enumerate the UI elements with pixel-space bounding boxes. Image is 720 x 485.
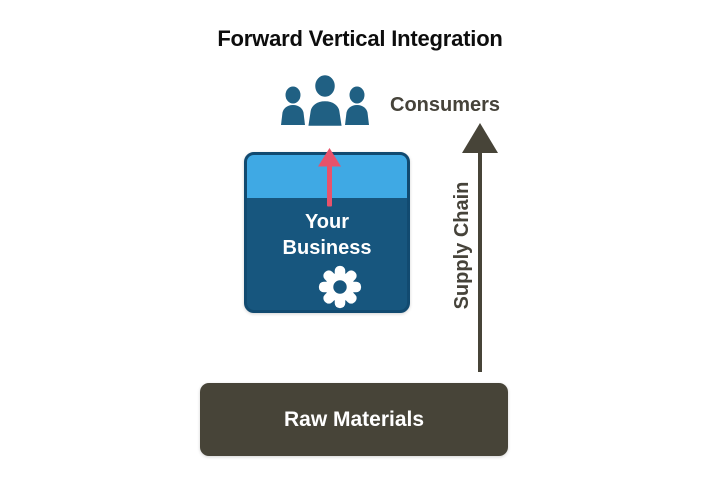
raw-materials-box: Raw Materials [200, 383, 508, 456]
supply-chain-label: Supply Chain [451, 181, 473, 310]
supply-chain-up-arrow-icon [462, 123, 498, 372]
your-business-label-line2: Business [282, 237, 372, 259]
raw-materials-label: Raw Materials [283, 407, 425, 431]
gear-icon [318, 265, 362, 309]
diagram-title: Forward Vertical Integration [217, 26, 503, 51]
consumers-label: Consumers [390, 94, 501, 116]
your-business-label: Your Business [244, 209, 410, 261]
people-group-icon [281, 74, 369, 128]
forward-integration-up-arrow-icon [318, 148, 341, 207]
your-business-label-line1: Your [304, 211, 350, 233]
